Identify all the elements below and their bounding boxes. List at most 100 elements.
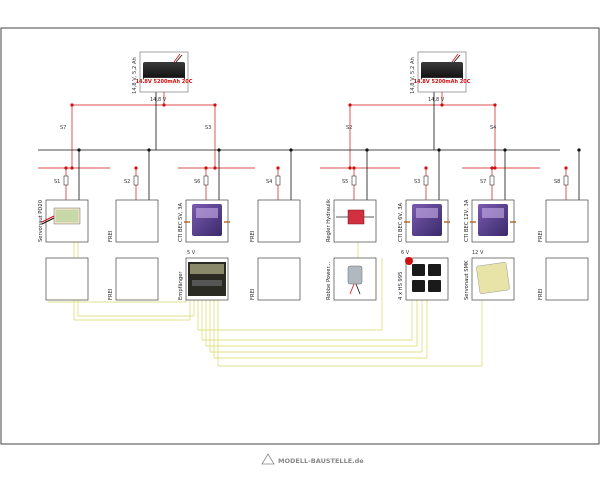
footer-logo: MODELL-BAUSTELLE.de [261,453,364,465]
slot-frame [115,199,159,243]
plus-junction [64,166,68,170]
plus-junction [564,166,568,170]
battery-right: 14.8V 5200mAh 20C [414,51,471,93]
plus-junction [70,166,74,170]
servo-icon [412,280,425,292]
plus-junction [162,103,166,107]
battery-left: 14.8V 5200mAh 20C [136,51,193,93]
component-label: CTI BEC 12V, 3A [464,199,470,242]
battery-brand-label: 14.8V 5200mAh 20C [136,79,193,85]
branch-switch-label: S2 [124,179,130,185]
ground-junction [77,148,81,152]
smk-module-icon [476,262,510,294]
slot-frame [257,257,301,301]
branch-switch-label: S5 [342,179,348,185]
main-switch-label: S7 [60,125,66,131]
servonaut-lead [41,215,55,223]
bec-output-voltage: 5 V [187,250,196,256]
component-label: FREI [108,230,114,242]
plus-junction [440,103,444,107]
ground-junction [217,148,221,152]
slot-frame [115,257,159,301]
branch-switch-label: S8 [554,179,560,185]
bec-sticker [482,208,504,218]
motor-lead [355,283,361,295]
component-label: CTI BEC 6V, 3A [398,202,404,242]
branch-switch-icon [203,175,209,186]
motor-lead [349,283,355,295]
branch-switch-label: S7 [480,179,486,185]
motor-icon [347,265,363,285]
component-label: FREI [538,230,544,242]
bec-output-voltage: 6 V [401,250,410,256]
plus-junction [276,166,280,170]
battery-right-spec: 14,8 V, 5,2 Ah [410,57,416,94]
slot-frame [545,257,589,301]
branch-switch-icon [275,175,281,186]
plus-junction [424,166,428,170]
receiver-label-area [190,264,224,274]
bec-box [404,199,450,243]
empty-slot-box [545,257,589,301]
ground-junction [289,148,293,152]
servonaut-pcb [56,210,78,222]
component-label: 4 x HS 995 [398,272,404,300]
battery-left-spec: 14,8 V, 5,2 Ah [132,57,138,94]
main-switch-label: S3 [205,125,211,131]
servo-icon [412,264,425,276]
main-switch-label: S2 [346,125,352,131]
servo-icon [428,280,441,292]
esc-box [333,199,377,243]
component-label: FREI [250,288,256,300]
bec-box [184,199,230,243]
plus-junction [134,166,138,170]
bec-output-voltage: 12 V [472,250,484,256]
bec-sticker [196,208,218,218]
empty-slot-box [257,199,301,243]
servo-brand-badge-icon [405,257,413,265]
empty-slot-box [115,257,159,301]
branch-switch-label: S1 [54,179,60,185]
component-label: FREI [250,230,256,242]
ground-junction [503,148,507,152]
component-label: Servonaut SMK [464,260,470,300]
diagram-frame [0,27,600,445]
branch-switch-icon [133,175,139,186]
ground-junction [147,148,151,152]
plus-junction [493,166,497,170]
servonaut-box [41,199,89,243]
branch-switch-label: S3 [414,179,420,185]
motor-box [333,257,377,301]
battery-brand-label: 14.8V 5200mAh 20C [414,79,471,85]
component-label: Empfänger [178,271,184,300]
plus-junction [352,166,356,170]
empty-slot-box [115,199,159,243]
component-label: Regler Hydraulik [326,199,332,242]
plus-junction [490,166,494,170]
main-switch-label: S4 [490,125,496,131]
receiver-pins [192,280,222,286]
plus-junction [348,166,352,170]
logo-crane-icon [261,453,275,465]
empty-slot-box [257,257,301,301]
empty-slot-box [45,257,89,301]
smk-box [471,257,515,301]
branch-switch-icon [489,175,495,186]
ground-junction [577,148,581,152]
slot-frame [45,257,89,301]
slot-frame [257,199,301,243]
component-label: FREI [538,288,544,300]
component-label: FREI [108,288,114,300]
bec-box [470,199,516,243]
component-label: CTI BEC 5V, 3A [178,202,184,242]
bus-voltage-left: 14,8 V [150,97,167,103]
ground-junction [365,148,369,152]
branch-switch-icon [63,175,69,186]
plus-junction [213,166,217,170]
servo-icon [428,264,441,276]
esc-module-icon [347,209,365,225]
bec-sticker [416,208,438,218]
